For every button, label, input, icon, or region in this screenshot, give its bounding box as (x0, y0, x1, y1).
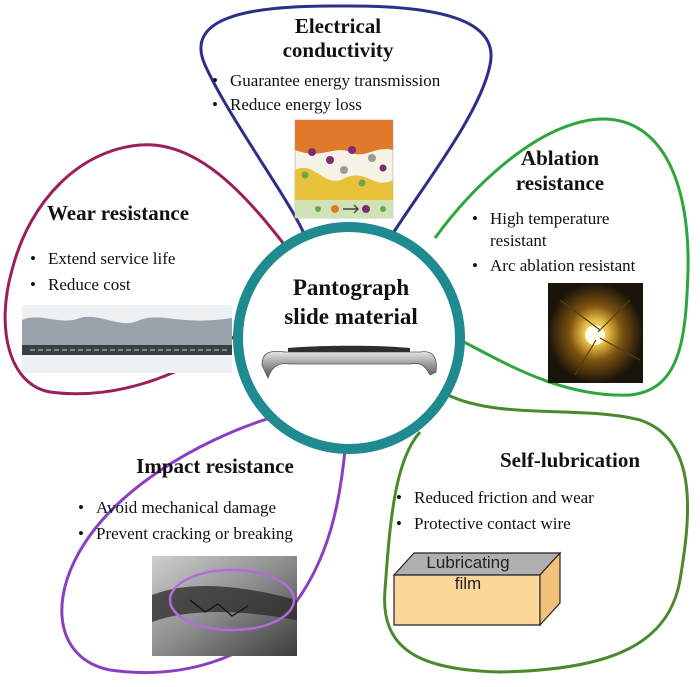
ion-dot (380, 206, 386, 212)
pantograph-slide-photo (261, 345, 437, 380)
wear-bullet-symbol: • (30, 275, 36, 294)
arc-photo (548, 283, 643, 383)
ion-dot (368, 154, 376, 162)
worn-strip-photo (22, 305, 232, 373)
self-lubrication-bullet-2: Protective contact wire (414, 514, 571, 533)
petal-ablation-outline (433, 117, 690, 397)
ablation-bullet-symbol: • (472, 209, 478, 228)
ion-dot (362, 205, 370, 213)
electrical-bullet-symbol: • (212, 71, 218, 90)
impact-bullet-1: Avoid mechanical damage (96, 498, 276, 517)
electrical-title-line1: Electrical (295, 14, 381, 38)
damage-highlight-ellipse (168, 568, 296, 632)
self-lubrication-bullet-1: Reduced friction and wear (414, 488, 594, 507)
ablation-bullet-1-cont: resistant (490, 231, 547, 250)
ion-dot (315, 206, 321, 212)
ablation-title-line1: Ablation (521, 146, 600, 170)
center-title-line1: Pantograph (293, 275, 410, 300)
ion-dot (379, 164, 387, 172)
ion-dot (358, 179, 366, 187)
ablation-bullet-2: Arc ablation resistant (490, 256, 636, 275)
ion-dot (301, 171, 309, 179)
petal-electrical: Electrical conductivity • Guarantee ener… (212, 14, 441, 219)
petal-wear: Wear resistance • Extend service life • … (22, 201, 232, 373)
impact-damage-photo (152, 556, 297, 656)
ablation-bullet-1: High temperature (490, 209, 609, 228)
ablation-title-line2: resistance (516, 171, 604, 195)
impact-title: Impact resistance (136, 454, 294, 478)
petal-self-lubrication: Self-lubrication • Reduced friction and … (392, 448, 640, 627)
lubricating-film-block: Lubricating film (392, 551, 562, 627)
ion-dot (308, 148, 316, 156)
ion-dot (326, 156, 334, 164)
impact-bullet-symbol: • (78, 524, 84, 543)
ion-dot (348, 146, 356, 154)
self-lubrication-title: Self-lubrication (500, 448, 640, 472)
film-label-line2: film (455, 574, 481, 593)
wear-bullet-symbol: • (30, 249, 36, 268)
petal-wear-outline (3, 143, 292, 396)
impact-bullet-2: Prevent cracking or breaking (96, 524, 293, 543)
ion-dot (340, 166, 348, 174)
wear-bullet-2: Reduce cost (48, 275, 131, 294)
petal-ablation: Ablation resistance • High temperature r… (472, 146, 643, 383)
conductivity-illustration (294, 119, 394, 219)
electrical-bullet-symbol: • (212, 95, 218, 114)
self-lubrication-bullet-symbol: • (396, 514, 402, 533)
petal-electrical-outline (199, 4, 493, 239)
ablation-bullet-symbol: • (472, 256, 478, 275)
electrical-bullet-2: Reduce energy loss (230, 95, 362, 114)
wear-bullet-1: Extend service life (48, 249, 175, 268)
center-ring (233, 222, 465, 454)
electrical-bullet-1: Guarantee energy transmission (230, 71, 441, 90)
center-hub: Pantograph slide material (233, 222, 465, 454)
electrical-title-line2: conductivity (283, 38, 394, 62)
self-lubrication-bullet-symbol: • (396, 488, 402, 507)
impact-bullet-symbol: • (78, 498, 84, 517)
petal-self-lubrication-outline (383, 393, 690, 674)
petal-impact: Impact resistance • Avoid mechanical dam… (78, 454, 297, 656)
wear-title: Wear resistance (47, 201, 189, 225)
film-label-line1: Lubricating (426, 553, 509, 572)
center-title-line2: slide material (284, 304, 418, 329)
ion-dot (331, 205, 339, 213)
